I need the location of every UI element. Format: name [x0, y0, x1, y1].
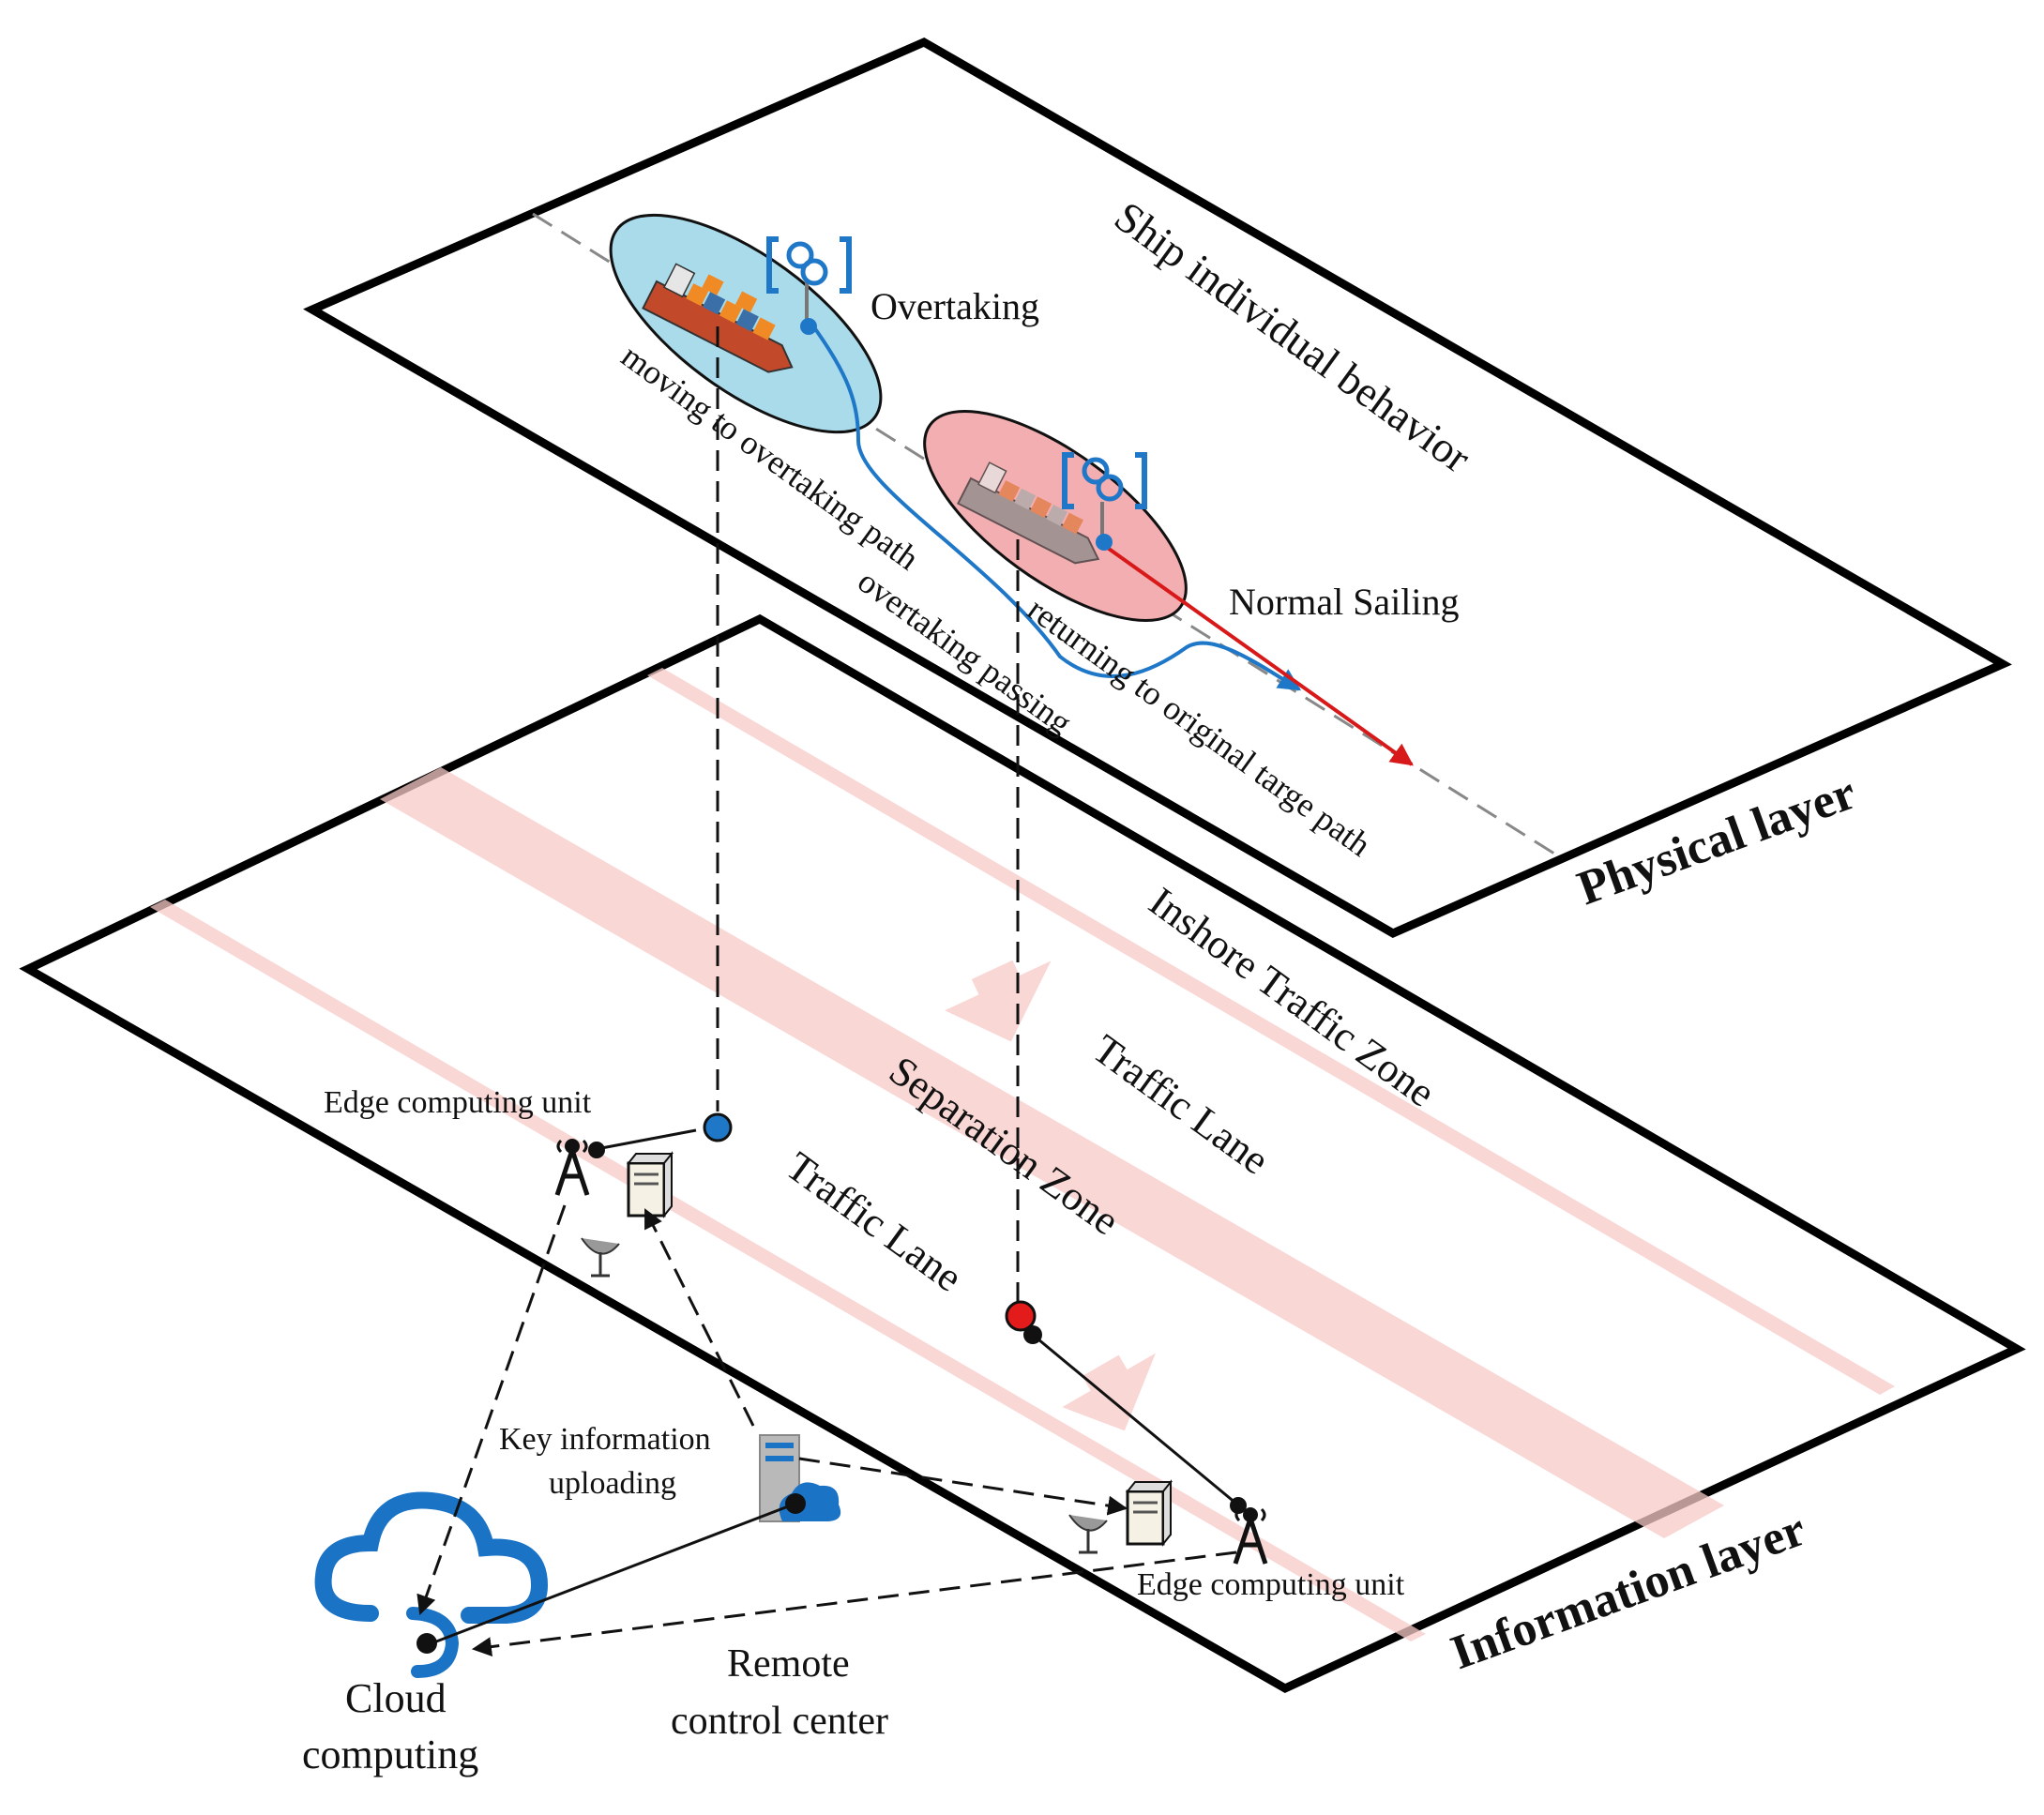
cross-layer-links	[716, 326, 1020, 1308]
remote-to-cloud-link	[431, 1502, 796, 1645]
information-layer	[19, 613, 2026, 1694]
ship-a-link	[596, 1128, 697, 1151]
ship-a-node	[703, 1112, 733, 1142]
edge-unit-top-server-icon	[626, 1151, 674, 1218]
remote-to-edge-bottom-link	[798, 1457, 1128, 1516]
ship-b-sensor-icon	[1062, 452, 1147, 551]
edge-top-to-cloud-link	[416, 1204, 567, 1615]
normal-sailing-label: Normal Sailing	[1229, 581, 1460, 623]
ship-b-node	[1005, 1300, 1037, 1332]
network	[314, 1112, 1268, 1678]
separation-zone-band	[380, 767, 1724, 1538]
key-info-label-line2: uploading	[549, 1466, 676, 1501]
ship-b-icon	[957, 461, 1100, 565]
edge-unit-bottom-tower-icon	[1233, 1507, 1268, 1565]
edge-unit-bottom-server-icon	[1125, 1479, 1173, 1547]
direction-arrow-down	[1062, 1353, 1156, 1431]
inshore-boundary-line	[647, 668, 1895, 1395]
edge-unit-top-tower-icon	[554, 1139, 590, 1196]
remote-center-label-line2: control center	[671, 1700, 888, 1743]
edge-unit-top-label: Edge computing unit	[324, 1085, 592, 1120]
edge-bottom-connector	[1230, 1497, 1247, 1514]
edge-top-connector	[588, 1142, 605, 1158]
ship-b-link	[1032, 1333, 1237, 1505]
cloud-computing-icon	[314, 1491, 549, 1678]
lane-boundary-line	[150, 900, 1426, 1641]
edge-unit-bottom-dish-icon	[1068, 1514, 1108, 1554]
edge-unit-bottom-label: Edge computing unit	[1137, 1567, 1405, 1602]
overtaking-label: Overtaking	[871, 285, 1039, 327]
edge-bottom-to-cloud-link	[471, 1550, 1237, 1657]
remote-center-label-line1: Remote	[727, 1642, 850, 1686]
normal-sailing-path	[1100, 542, 1414, 766]
ship-a-sensor-icon	[766, 236, 852, 335]
key-info-label-line1: Key information	[499, 1422, 711, 1457]
cloud-label-line1: Cloud	[345, 1675, 447, 1721]
overtaking-path	[810, 322, 1302, 691]
direction-arrow-up	[945, 960, 1052, 1042]
remote-to-edge-top-link	[643, 1208, 755, 1427]
edge-unit-top-dish-icon	[581, 1237, 620, 1278]
physical-layer	[303, 37, 2012, 939]
cloud-label-line2: computing	[302, 1732, 478, 1777]
